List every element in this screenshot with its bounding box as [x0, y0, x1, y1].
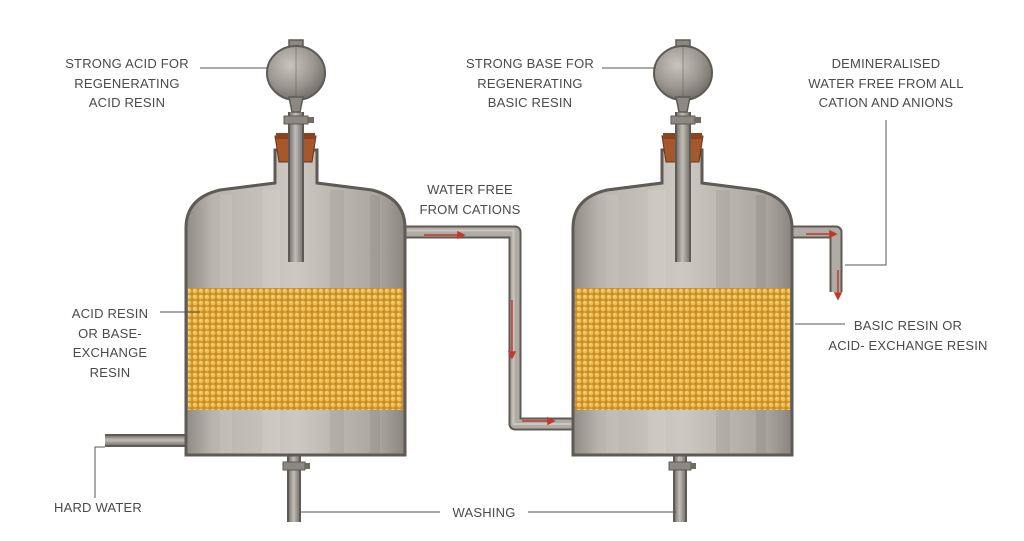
label-strong-base: STRONG BASE FOR REGENERATING BASIC RESIN [466, 56, 594, 110]
label-demineralised-water: DEMINERALISED WATER FREE FROM ALL CATION… [808, 56, 964, 110]
cation-exchange-tank [184, 39, 407, 522]
label-water-free-from-cations: WATER FREE FROM CATIONS [419, 182, 521, 217]
label-acid-resin: ACID RESIN OR BASE- EXCHANGE RESIN [71, 306, 149, 380]
label-washing: WASHING [452, 505, 516, 520]
basic-resin-bed [575, 288, 790, 410]
connecting-pipe [405, 225, 576, 431]
anion-exchange-tank [571, 39, 794, 522]
inlet-pipe [105, 434, 191, 447]
outlet-pipe [790, 225, 843, 292]
label-basic-resin: BASIC RESIN OR ACID- EXCHANGE RESIN [828, 318, 988, 353]
acid-resin-bed [188, 288, 403, 410]
flow-arrows [424, 229, 843, 426]
leader-lines [94, 67, 887, 513]
label-strong-acid: STRONG ACID FOR REGENERATING ACID RESIN [65, 56, 189, 110]
label-hard-water: HARD WATER [54, 500, 142, 515]
